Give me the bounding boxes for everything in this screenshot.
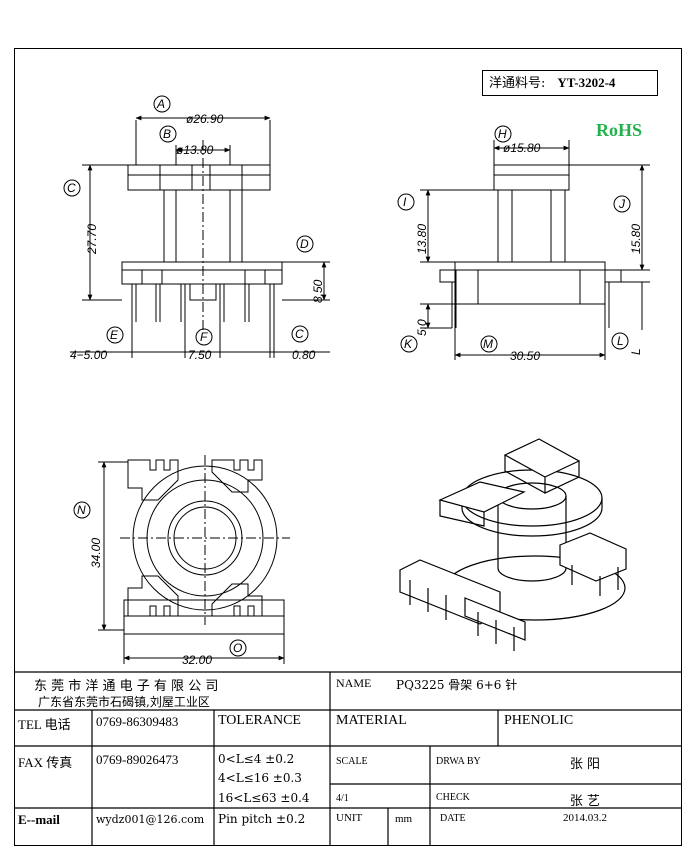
dim-15-80: 15.80 <box>629 224 643 254</box>
iso-pins <box>409 565 619 651</box>
unit-label: UNIT <box>336 812 363 824</box>
balloon-a: A <box>156 97 165 111</box>
iso-core <box>497 496 567 582</box>
top-tab-bl <box>127 575 179 617</box>
dim-13-80: ø13.80 <box>176 143 214 157</box>
dim-27-70: 27.70 <box>85 224 99 255</box>
balloon-d: D <box>300 237 309 251</box>
front-view <box>63 95 330 358</box>
balloon-c: C <box>67 181 76 195</box>
dim-32-00: 32.00 <box>182 653 212 667</box>
balloon-k: K <box>404 337 413 351</box>
material-label: MATERIAL <box>336 713 407 728</box>
scale-value: 4/1 <box>336 793 349 804</box>
company-address: 广东省东莞市石碣镇,刘屋工业区 <box>38 695 210 709</box>
tolerance-row-3: 16<L≤63 ±0.4 <box>218 791 310 805</box>
front-top-flange <box>127 164 271 191</box>
dim-34-00: 34.00 <box>89 538 103 568</box>
scale-label: SCALE <box>336 756 368 767</box>
top-tab-tl <box>127 459 179 501</box>
dim-7-50: 7.50 <box>188 348 212 362</box>
iso-tab-right <box>503 438 581 478</box>
name-label: NAME <box>336 676 372 690</box>
check-value: 张 艺 <box>569 794 601 809</box>
fax-label: FAX 传真 <box>18 755 73 770</box>
dim-13-80-side: 13.80 <box>415 224 429 254</box>
balloon-i: I <box>403 195 407 209</box>
check-label: CHECK <box>436 792 470 803</box>
side-top-flange <box>493 164 570 191</box>
balloon-b: B <box>163 127 171 141</box>
part-number-box: 洋通料号: YT-3202-4 <box>482 70 658 96</box>
dim-5-0: 5.0 <box>415 319 429 336</box>
tolerance-row-2: 4<L≤16 ±0.3 <box>218 771 302 785</box>
balloon-f: F <box>200 330 208 344</box>
drawing-border <box>14 48 682 846</box>
isometric-view <box>399 438 627 651</box>
iso-base-right <box>559 532 627 582</box>
tel-value: 0769-86309483 <box>96 714 179 729</box>
balloon-e: E <box>110 328 119 342</box>
tel-label: TEL 电话 <box>18 717 71 732</box>
email-value: wydz001@126.com <box>96 813 205 826</box>
side-view-labels: H I J K M L ø15.80 13.80 15.80 5.0 30.50… <box>403 127 643 363</box>
top-view <box>73 455 290 664</box>
top-view-labels: N O 34.00 32.00 <box>77 503 242 667</box>
company-name: 东 莞 市 洋 通 电 子 有 限 公 司 <box>34 679 219 694</box>
dim-30-50: 30.50 <box>510 349 540 363</box>
balloon-l: L <box>617 334 624 348</box>
top-tab-br <box>211 583 263 617</box>
front-view-labels: A B C D E F C ø26.90 ø13.80 27.70 8.50 4… <box>67 97 325 362</box>
dim-l: L <box>629 348 643 355</box>
email-label: E--mail <box>18 812 60 827</box>
title-block-grid <box>14 671 682 846</box>
balloon-h: H <box>498 127 507 141</box>
balloon-n: N <box>77 503 86 517</box>
balloon-o: O <box>233 641 242 655</box>
drawby-value: 张 阳 <box>569 757 601 772</box>
balloon-c2: C <box>295 327 304 341</box>
front-base <box>121 261 283 285</box>
iso-tab-left <box>438 481 526 513</box>
unit-value: mm <box>395 813 413 825</box>
drawby-label: DRWA BY <box>436 756 481 767</box>
top-pin-rows <box>123 599 285 635</box>
name-value: PQ3225 骨架 6+6 针 <box>396 678 518 692</box>
tolerance-row-4: Pin pitch ±0.2 <box>218 812 306 826</box>
dim-8-50: 8.50 <box>311 279 325 303</box>
tolerance-row-1: 0<L≤4 ±0.2 <box>218 752 295 766</box>
date-label: DATE <box>440 813 466 824</box>
date-value: 2014.03.2 <box>563 812 607 824</box>
side-view <box>397 125 650 360</box>
dim-15-80-dia: ø15.80 <box>503 141 541 155</box>
tolerance-label: TOLERANCE <box>218 713 301 728</box>
dim-26-90: ø26.90 <box>186 112 224 126</box>
material-value: PHENOLIC <box>504 713 574 728</box>
part-number-label: 洋通料号: <box>489 76 546 91</box>
dim-0-80: 0.80 <box>292 348 316 362</box>
dim-4-5-00: 4−5.00 <box>70 348 107 362</box>
balloon-m: M <box>483 337 493 351</box>
balloon-j: J <box>618 197 626 211</box>
rohs-mark: RoHS <box>596 120 643 140</box>
top-tab-tr <box>211 459 263 493</box>
part-number: YT-3202-4 <box>557 75 616 90</box>
front-pins <box>131 284 275 322</box>
fax-value: 0769-89026473 <box>96 752 179 767</box>
